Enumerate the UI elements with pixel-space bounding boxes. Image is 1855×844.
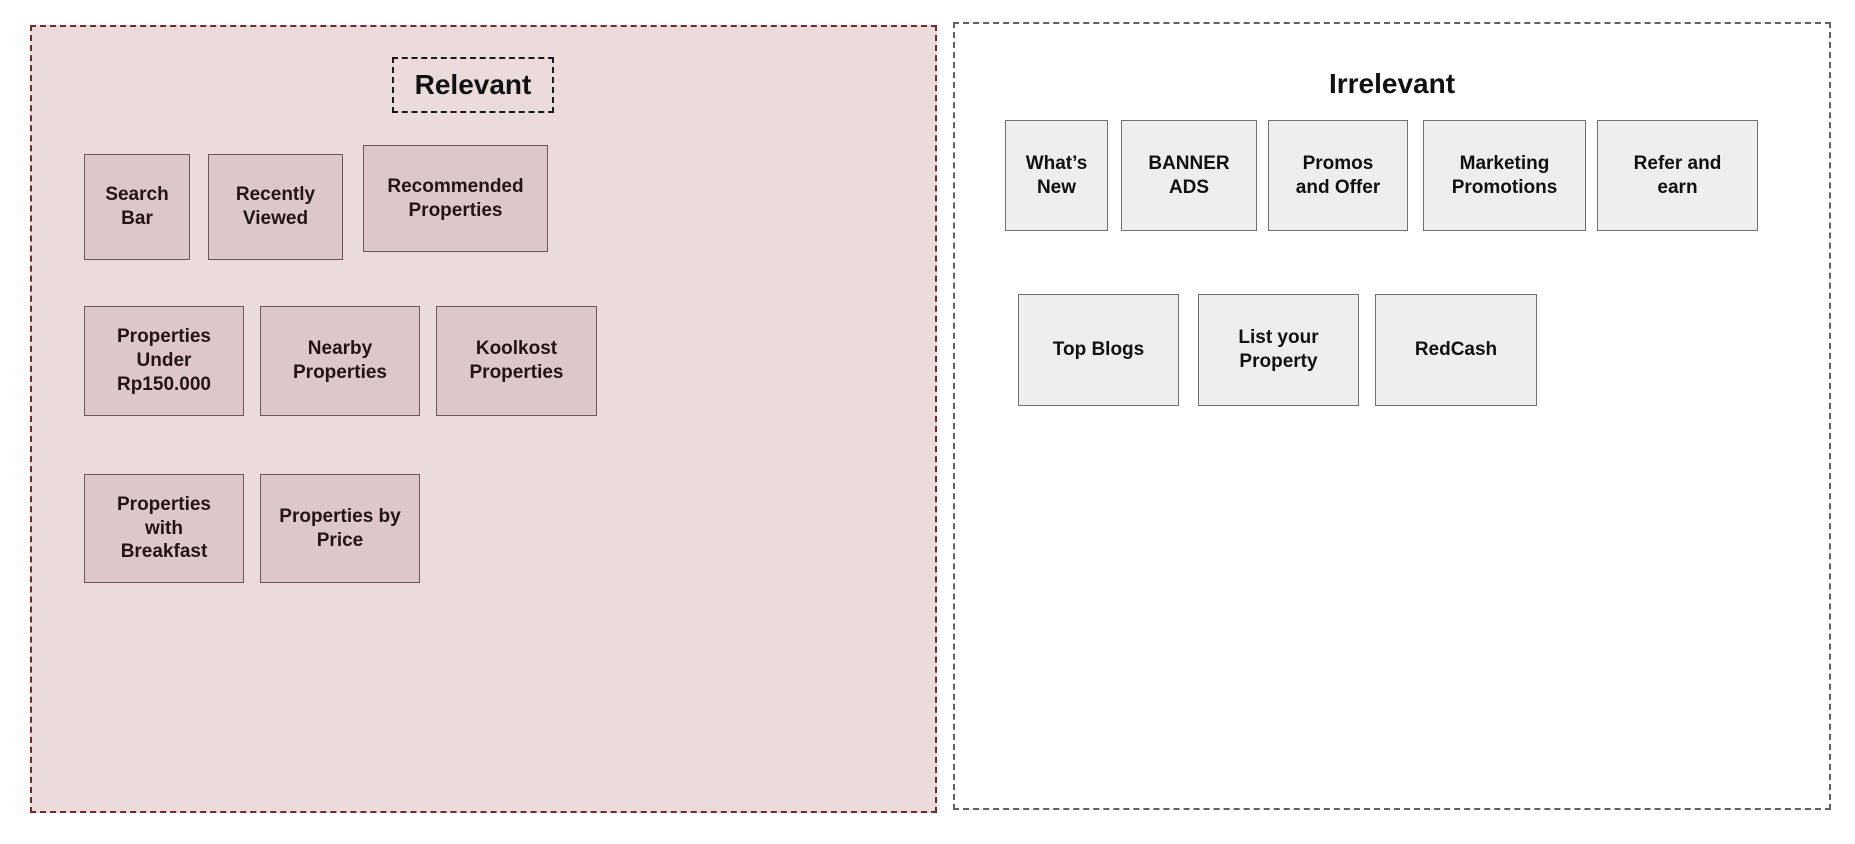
shape-label: Promos and Offer bbox=[1295, 152, 1381, 198]
shape-properties-by-price: Properties by Price bbox=[260, 474, 420, 583]
irrelevant-panel: Irrelevant What’s New BANNER ADS Promos … bbox=[953, 22, 1831, 810]
shape-whats-new: What’s New bbox=[1005, 120, 1108, 231]
shape-recently-viewed: Recently Viewed bbox=[208, 154, 343, 260]
shape-top-blogs: Top Blogs bbox=[1018, 294, 1179, 406]
shape-label: Properties with Breakfast bbox=[117, 493, 211, 563]
shape-label: Recently Viewed bbox=[235, 184, 316, 229]
shape-refer-and-earn: Refer and earn bbox=[1597, 120, 1758, 231]
irrelevant-title: Irrelevant bbox=[1328, 68, 1456, 99]
shape-properties-under-rp150000: Properties Under Rp150.000 bbox=[84, 306, 244, 416]
shape-list-your-property: List your Property bbox=[1198, 294, 1359, 406]
shape-properties-with-breakfast: Properties with Breakfast bbox=[84, 474, 244, 583]
shape-label: Nearby Properties bbox=[293, 338, 387, 383]
shape-label: List your Property bbox=[1238, 327, 1319, 372]
shape-search-bar: Search Bar bbox=[84, 154, 190, 260]
shape-label: Top Blogs bbox=[1052, 339, 1145, 361]
shape-marketing-promotions: Marketing Promotions bbox=[1423, 120, 1586, 231]
shape-label: RedCash bbox=[1414, 339, 1498, 361]
shape-nearby-properties: Nearby Properties bbox=[260, 306, 420, 416]
shape-label: Koolkost Properties bbox=[469, 338, 564, 383]
shape-label: Refer and earn bbox=[1633, 152, 1722, 198]
shape-redcash: RedCash bbox=[1375, 294, 1537, 406]
shape-recommended-properties: Recommended Properties bbox=[363, 145, 548, 252]
relevant-title: Relevant bbox=[414, 69, 532, 100]
shape-koolkost-properties: Koolkost Properties bbox=[436, 306, 597, 416]
relevant-title-box: Relevant bbox=[392, 57, 554, 113]
shape-label: What’s New bbox=[1025, 152, 1088, 198]
shape-promos-and-offer: Promos and Offer bbox=[1268, 120, 1408, 231]
shape-label: BANNER ADS bbox=[1148, 152, 1230, 198]
shape-label: Properties Under Rp150.000 bbox=[116, 326, 211, 395]
shape-label: Properties by Price bbox=[279, 505, 401, 551]
shape-label: Recommended Properties bbox=[387, 175, 524, 221]
relevant-panel: Relevant Search Bar Recently Viewed Reco… bbox=[30, 25, 937, 813]
shape-banner-ads: BANNER ADS bbox=[1121, 120, 1257, 231]
shape-label: Search Bar bbox=[105, 184, 169, 229]
shape-label: Marketing Promotions bbox=[1451, 152, 1558, 198]
